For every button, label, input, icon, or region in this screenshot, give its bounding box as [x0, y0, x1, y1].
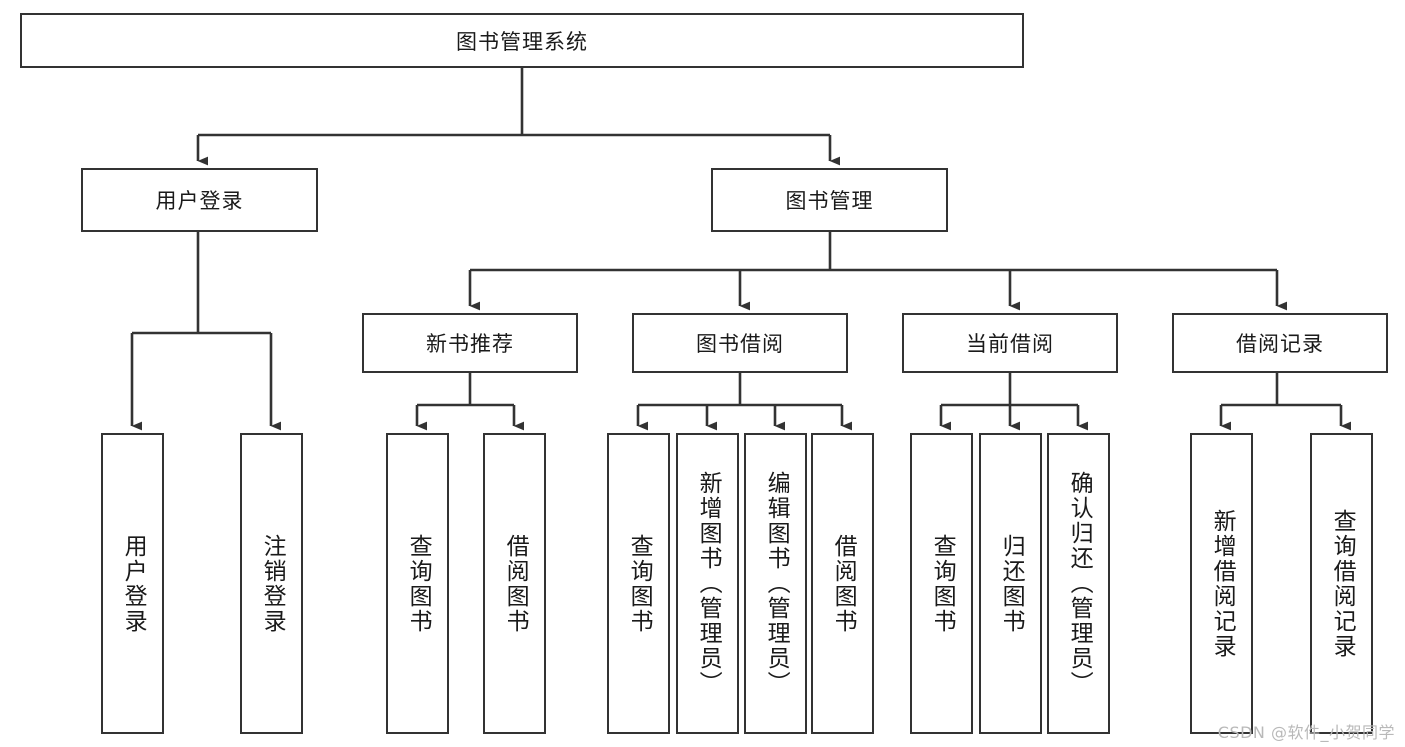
leaf-new-book-borrow[interactable]: 借阅图书 [483, 433, 546, 734]
node-label: 编辑图书（管理员） [763, 471, 790, 696]
node-user-login[interactable]: 用户登录 [81, 168, 318, 232]
leaf-book-borrow-borrow[interactable]: 借阅图书 [811, 433, 874, 734]
leaf-book-borrow-edit[interactable]: 编辑图书（管理员） [744, 433, 807, 734]
leaf-new-book-query[interactable]: 查询图书 [386, 433, 449, 734]
node-new-book-recommend[interactable]: 新书推荐 [362, 313, 578, 373]
leaf-current-borrow-query[interactable]: 查询图书 [910, 433, 973, 734]
node-label: 注销登录 [259, 533, 286, 634]
node-label: 查询借阅记录 [1329, 508, 1356, 659]
node-label: 用户登录 [120, 533, 147, 634]
node-book-borrow[interactable]: 图书借阅 [632, 313, 848, 373]
node-label: 图书借阅 [696, 332, 784, 356]
node-label: 借阅图书 [502, 533, 529, 634]
node-book-manage[interactable]: 图书管理 [711, 168, 948, 232]
node-label: 新增图书（管理员） [695, 471, 722, 696]
leaf-user-login-logout[interactable]: 注销登录 [240, 433, 303, 734]
node-label: 归还图书 [998, 533, 1025, 634]
leaf-borrow-record-add[interactable]: 新增借阅记录 [1190, 433, 1253, 734]
node-label: 借阅记录 [1236, 332, 1324, 356]
leaf-borrow-record-query[interactable]: 查询借阅记录 [1310, 433, 1373, 734]
node-label: 图书管理 [785, 189, 874, 213]
node-label: 当前借阅 [966, 332, 1054, 356]
leaf-user-login-login[interactable]: 用户登录 [101, 433, 164, 734]
node-label: 图书管理系统 [456, 29, 588, 54]
node-current-borrow[interactable]: 当前借阅 [902, 313, 1118, 373]
node-label: 用户登录 [155, 189, 244, 213]
node-label: 查询图书 [405, 533, 432, 634]
node-label: 新增借阅记录 [1209, 508, 1236, 659]
node-label: 新书推荐 [426, 332, 514, 356]
node-label: 确认归还（管理员） [1066, 471, 1093, 696]
node-borrow-record[interactable]: 借阅记录 [1172, 313, 1388, 373]
node-label: 查询图书 [929, 533, 956, 634]
leaf-book-borrow-add[interactable]: 新增图书（管理员） [676, 433, 739, 734]
node-label: 查询图书 [626, 533, 653, 634]
leaf-current-borrow-return[interactable]: 归还图书 [979, 433, 1042, 734]
leaf-book-borrow-query[interactable]: 查询图书 [607, 433, 670, 734]
leaf-current-borrow-confirm-return[interactable]: 确认归还（管理员） [1047, 433, 1110, 734]
node-label: 借阅图书 [830, 533, 857, 634]
node-root-system[interactable]: 图书管理系统 [20, 13, 1024, 68]
